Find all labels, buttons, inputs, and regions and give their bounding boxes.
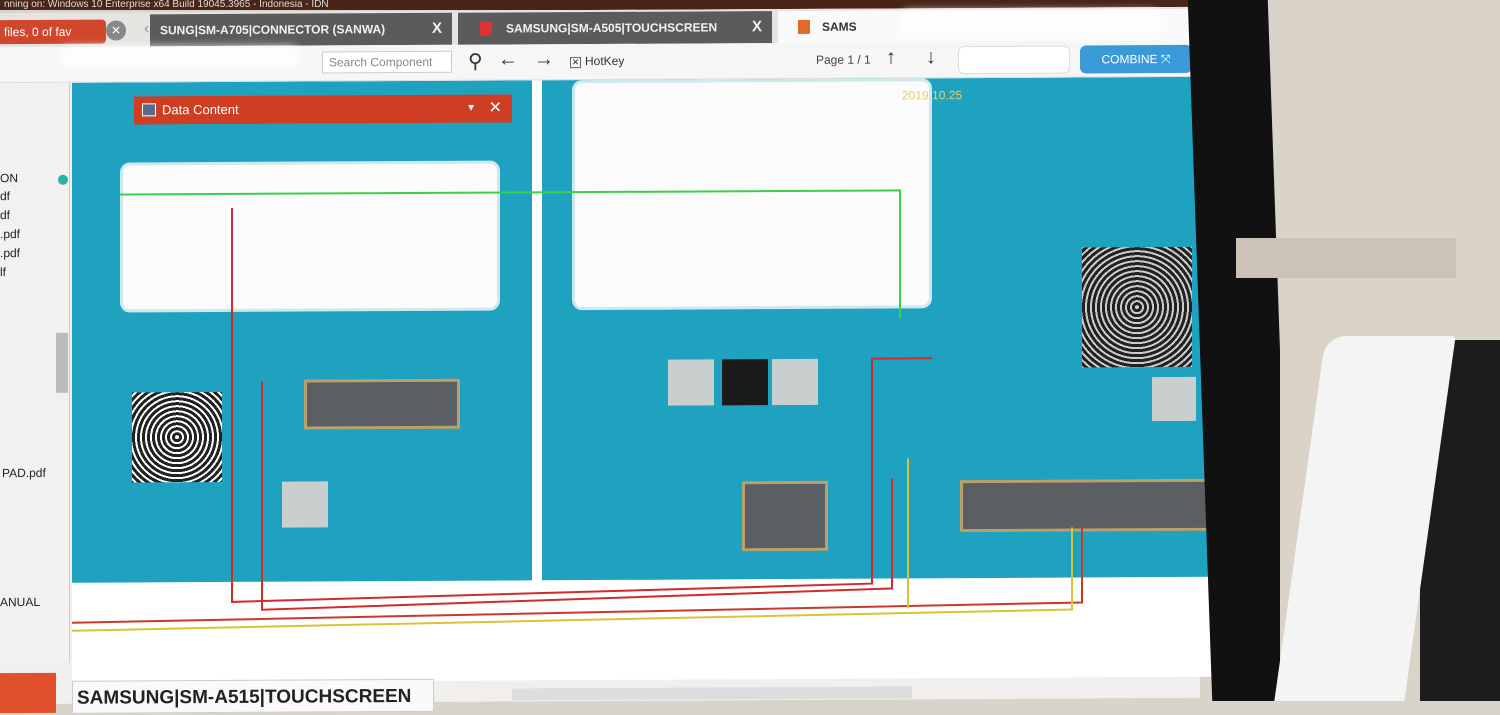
trace-red [231, 207, 932, 603]
sidebar-action-button[interactable] [0, 672, 56, 714]
page-input[interactable] [958, 45, 1070, 75]
file-item[interactable]: .pdf [0, 246, 21, 261]
screen-glare [900, 10, 1160, 34]
schematic-canvas[interactable]: 2019.10.25 Data Content ▼ ✕ [72, 76, 1240, 683]
horizontal-scrollbar[interactable] [512, 686, 912, 701]
page-up-icon[interactable]: ↑ [886, 46, 896, 69]
trace-overlay [72, 189, 1083, 632]
hotkey-checkbox[interactable]: ✕ HotKey [570, 53, 625, 69]
screen-glare [60, 46, 300, 68]
favorites-count[interactable]: files, 0 of fav [0, 19, 106, 45]
page-down-icon[interactable]: ↓ [926, 46, 936, 69]
background-shelf [1236, 238, 1456, 278]
file-list-sidebar: ON df df .pdf .pdf lf PAD.pdf ANUAL [0, 82, 70, 664]
panel-title: Data Content [162, 101, 239, 118]
file-item[interactable]: ANUAL [0, 594, 41, 610]
search-component-input[interactable]: Search Component [322, 50, 452, 74]
file-item[interactable]: PAD.pdf [2, 465, 46, 481]
tab-label: SAMSUNG|SM-A505|TOUCHSCREEN [506, 20, 718, 36]
data-content-panel[interactable]: Data Content ▼ ✕ [134, 94, 512, 125]
document-title-tab[interactable]: SAMSUNG|SM-A515|TOUCHSCREEN [72, 678, 434, 714]
pdf-icon [798, 19, 810, 34]
hotkey-label: HotKey [585, 53, 625, 69]
scrollbar-thumb[interactable] [56, 332, 68, 393]
trace-green [120, 189, 901, 319]
trace-red [72, 527, 1083, 624]
window-icon [142, 103, 156, 117]
checkbox-icon[interactable]: ✕ [570, 57, 581, 69]
pdf-icon [480, 21, 492, 36]
forward-arrow-icon[interactable]: → [534, 48, 554, 71]
os-info-bar: nning on: Windows 10 Enterprise x64 Buil… [0, 0, 1200, 10]
file-item[interactable]: df [0, 208, 11, 223]
tab-scroll-left-icon[interactable]: ‹ [144, 20, 150, 38]
search-icon[interactable]: ⚲ [468, 50, 483, 73]
status-dot [58, 174, 68, 185]
tab-label: SAMS [822, 19, 857, 34]
back-arrow-icon[interactable]: ← [498, 48, 518, 71]
combine-button[interactable]: COMBINE ⤧ [1080, 44, 1192, 74]
dropdown-icon[interactable]: ▼ [466, 102, 476, 114]
app-window: files, 0 of fav ✕ ‹ SUNG|SM-A705|CONNECT… [0, 6, 1240, 714]
combine-label: COMBINE [1101, 52, 1158, 67]
close-icon[interactable]: X [751, 18, 762, 36]
page-indicator: Page 1 / 1 [816, 52, 871, 67]
trace-red [261, 381, 893, 611]
file-item[interactable]: .pdf [0, 227, 21, 242]
tab-sm-a705-connector[interactable]: SUNG|SM-A705|CONNECTOR (SANWA) X [150, 12, 452, 47]
file-item[interactable]: lf [0, 265, 6, 280]
close-icon[interactable]: ✕ [488, 99, 502, 117]
trace-yellow [72, 527, 1073, 632]
clear-favorites-icon[interactable]: ✕ [106, 20, 126, 41]
tab-sm-a505-touchscreen[interactable]: SAMSUNG|SM-A505|TOUCHSCREEN X [458, 11, 772, 45]
file-item[interactable]: ON [0, 171, 18, 186]
close-icon[interactable]: X [431, 19, 442, 37]
tab-label: SUNG|SM-A705|CONNECTOR (SANWA) [160, 22, 386, 38]
file-item[interactable]: df [0, 189, 11, 204]
